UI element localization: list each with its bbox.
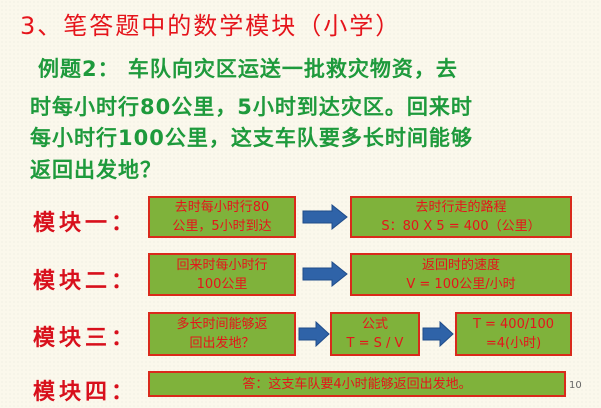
arrow-right-icon: [298, 321, 330, 347]
box-text: T = 400/100: [472, 317, 555, 332]
box-text: 返回时的速度: [421, 257, 500, 273]
arrow-right-icon: [302, 204, 348, 230]
module-4-label: 模块四：: [33, 380, 138, 405]
module-1-label: 模块一：: [33, 211, 138, 236]
box-text: V = 100公里/小时: [406, 276, 516, 292]
box-text: 公里，5小时到达: [172, 219, 272, 234]
box-text: T = S / V: [346, 336, 404, 351]
module-3-question-box: 多长时间能够返 回出发地？: [148, 312, 296, 356]
slide-title: 3、笔答题中的数学模块（小学）: [20, 12, 402, 40]
box-text: 答：这支车队要4小时能够返回出发地。: [242, 376, 472, 392]
box-text: 公式: [361, 317, 388, 332]
box-text: 回出发地？: [189, 336, 255, 351]
module-3-answer-box: T = 400/100 =4(小时): [455, 312, 572, 356]
box-text: S：80 X 5 = 400（公里）: [381, 219, 541, 234]
module-3-label: 模块三：: [33, 326, 138, 351]
question-line-2: 时每小时行80公里，5小时到达灾区。回来时: [30, 95, 473, 119]
arrow-right-icon: [302, 261, 348, 287]
box-text: 回来时每小时行: [176, 257, 268, 273]
box-text: 去时每小时行80: [174, 200, 270, 215]
module-2-label: 模块二：: [33, 269, 138, 294]
question-line-4: 返回出发地？: [30, 158, 162, 182]
arrow-right-icon: [422, 321, 454, 347]
box-text: 100公里: [196, 276, 248, 292]
question-line-3: 每小时行100公里，这支车队要多长时间能够: [30, 126, 473, 150]
module-4-answer-box: 答：这支车队要4小时能够返回出发地。: [148, 371, 566, 397]
question-line-1: 例题2： 车队向灾区运送一批救灾物资，去: [38, 57, 458, 81]
module-1-condition-box: 去时每小时行80 公里，5小时到达: [148, 196, 296, 238]
module-2-result-box: 返回时的速度 V = 100公里/小时: [350, 253, 572, 296]
module-1-result-box: 去时行走的路程 S：80 X 5 = 400（公里）: [350, 196, 572, 238]
box-text: 多长时间能够返: [176, 317, 268, 332]
module-3-formula-box: 公式 T = S / V: [330, 312, 420, 356]
box-text: =4(小时): [485, 336, 542, 351]
module-2-condition-box: 回来时每小时行 100公里: [148, 253, 296, 296]
box-text: 去时行走的路程: [415, 200, 507, 215]
page-number: 10: [569, 380, 582, 391]
